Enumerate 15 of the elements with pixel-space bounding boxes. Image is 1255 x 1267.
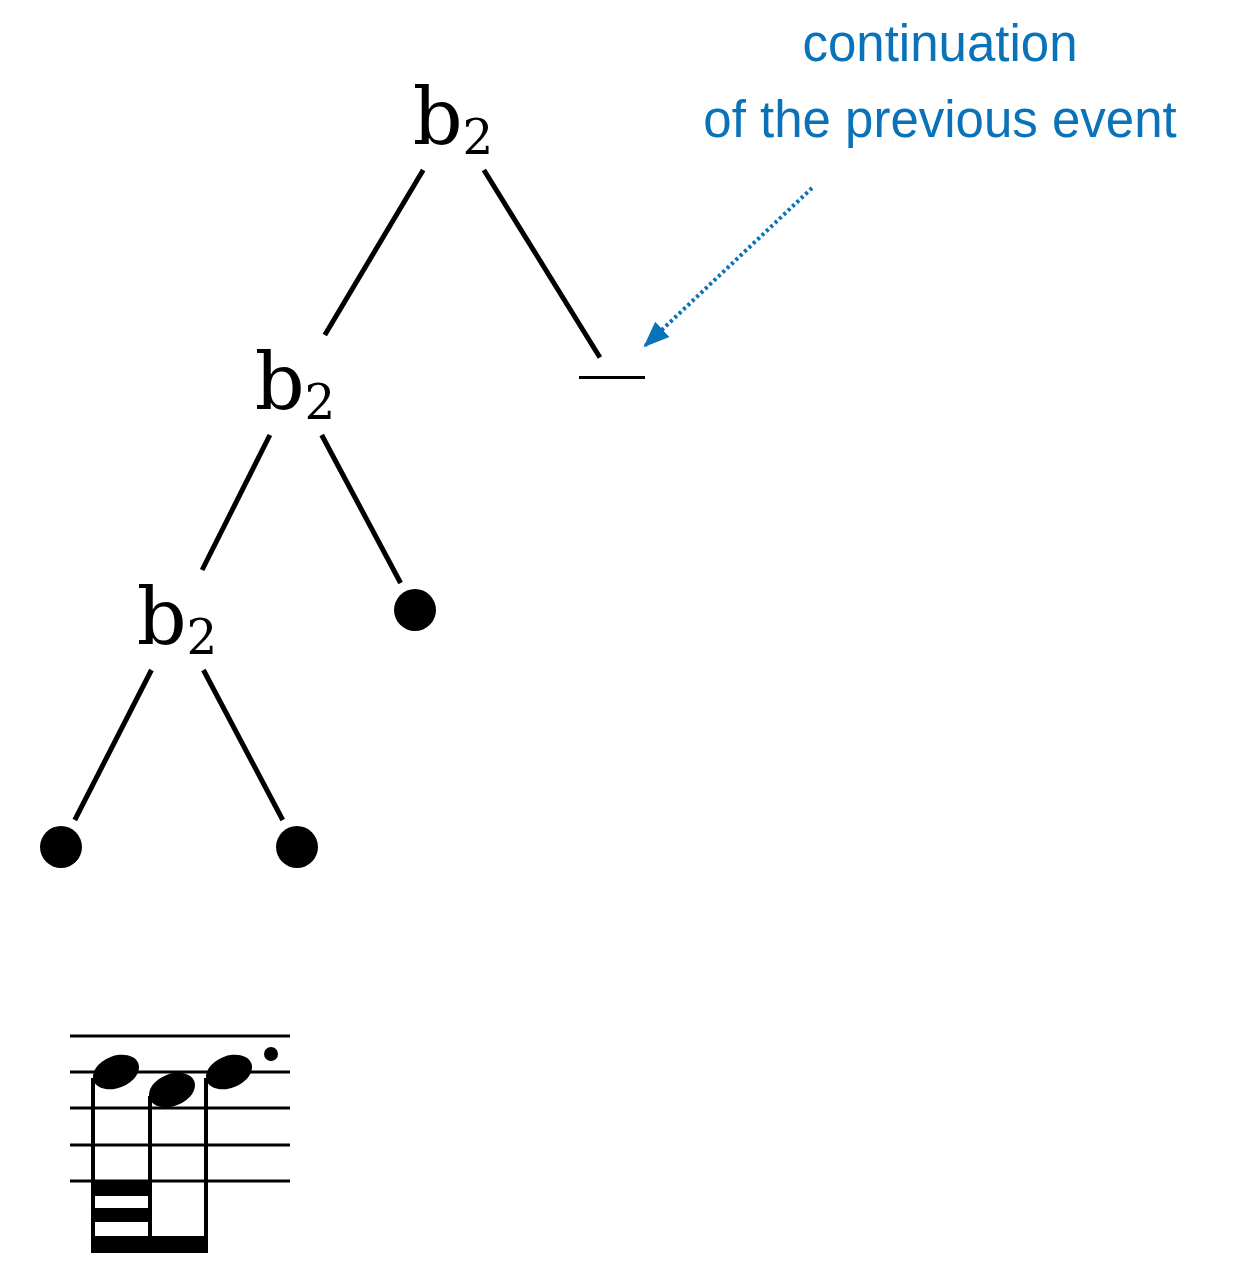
annotation-text: continuation of the previous event: [702, 14, 1178, 150]
dot: [40, 826, 82, 868]
dotted-arrow: [643, 186, 814, 348]
dot: [394, 589, 436, 631]
continuation-dash: [579, 375, 645, 379]
tree-symbol: b$_{2}$: [253, 343, 337, 427]
tree-branch: [201, 668, 285, 822]
tree-symbol: b$_{2}$: [135, 578, 219, 662]
tree-symbol: b$_{2}$: [411, 78, 495, 162]
tree-branch: [322, 168, 426, 337]
tree-branch: [319, 433, 403, 585]
dot: [276, 826, 318, 868]
tree-branch: [72, 668, 154, 822]
tree-branch: [481, 168, 603, 359]
tree-branch: [199, 433, 273, 572]
